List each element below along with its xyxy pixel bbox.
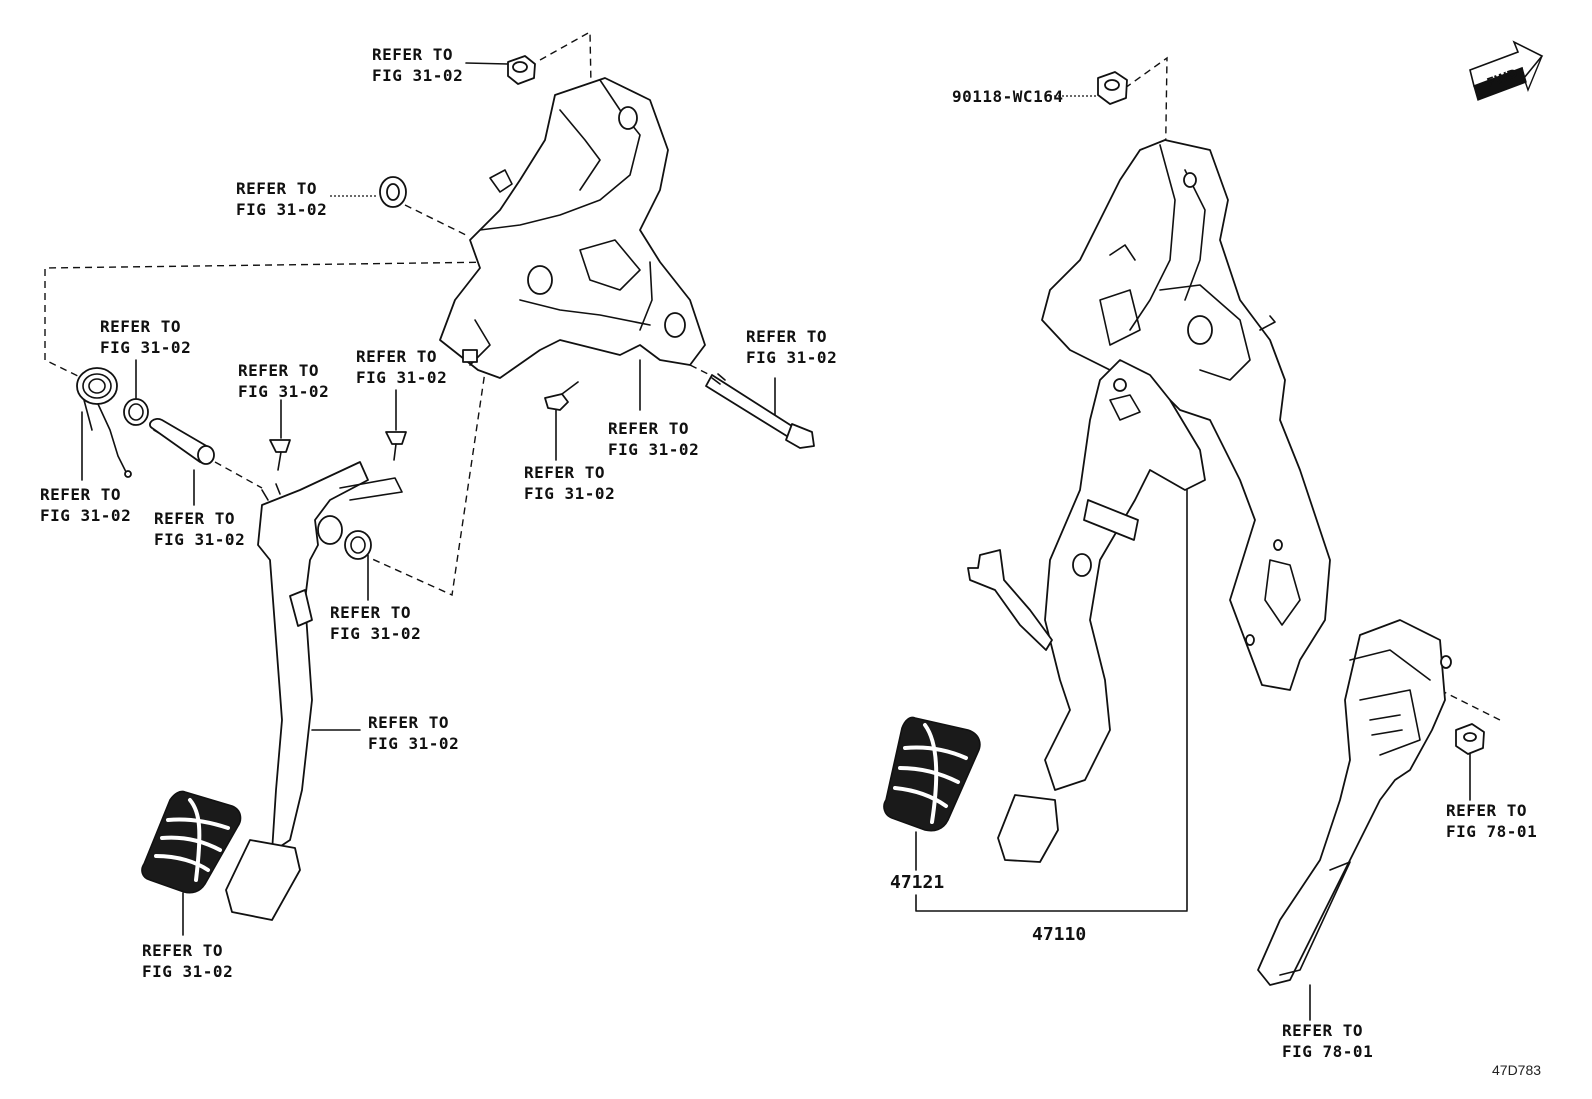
clutch-pedal-pad xyxy=(997,794,1059,863)
label-refer-bracket-lower: REFER TO FIG 31-02 xyxy=(608,419,700,459)
label-refer-pedal-arm: REFER TO FIG 31-02 xyxy=(368,713,460,753)
accelerator-pedal xyxy=(1257,619,1452,1021)
bracket-clip xyxy=(544,381,579,461)
label-refer-bushing-top: REFER TO FIG 31-02 xyxy=(236,179,328,219)
label-refer-bushing-arm: REFER TO FIG 31-02 xyxy=(330,603,422,643)
stopper-clip-left xyxy=(269,399,291,471)
label-part-nut: 90118-WC164 xyxy=(952,87,1064,106)
label-refer-pipe: REFER TO FIG 31-02 xyxy=(154,509,246,549)
label-refer-stop-clip-left: REFER TO FIG 31-02 xyxy=(238,361,330,401)
pedal-pad-47121 xyxy=(883,716,981,871)
accel-flange-nut xyxy=(1455,723,1485,801)
brake-pedal-arm xyxy=(257,461,403,853)
pedal-bracket-assembly xyxy=(1041,139,1331,691)
stopper-clip-right xyxy=(385,389,407,461)
illustration-code: 47D783 xyxy=(1492,1062,1542,1078)
right-alignment-lines xyxy=(1124,56,1501,721)
label-refer-spring: REFER TO FIG 31-02 xyxy=(40,485,132,525)
return-spring xyxy=(76,367,132,481)
label-refer-top-nut: REFER TO FIG 31-02 xyxy=(372,45,464,85)
bushing-top xyxy=(330,176,407,208)
pivot-bolt xyxy=(705,373,815,449)
clutch-pedal-arm xyxy=(967,359,1206,911)
label-refer-accel-nut: REFER TO FIG 78-01 xyxy=(1446,801,1538,841)
pedal-support-bracket xyxy=(439,77,706,379)
pedal-pad-rubber xyxy=(141,790,242,936)
flange-nut-top xyxy=(465,55,536,85)
label-refer-bolt: REFER TO FIG 31-02 xyxy=(746,327,838,367)
collar-ring xyxy=(123,359,149,426)
label-part-pad: 47121 xyxy=(890,872,945,893)
assembly-bracket-line xyxy=(915,894,1188,912)
label-refer-pedal-pad: REFER TO FIG 31-02 xyxy=(142,941,234,981)
label-part-assembly: 47110 xyxy=(1032,924,1087,945)
fwd-arrow-icon: FWD xyxy=(1469,40,1544,101)
label-refer-accel-pedal: REFER TO FIG 78-01 xyxy=(1282,1021,1374,1061)
label-refer-stop-clip-right: REFER TO FIG 31-02 xyxy=(356,347,448,387)
pedal-collar-pipe xyxy=(149,418,215,506)
brake-pedal-pad xyxy=(225,839,301,921)
label-refer-collar: REFER TO FIG 31-02 xyxy=(100,317,192,357)
label-refer-clip-bracket: REFER TO FIG 31-02 xyxy=(524,463,616,503)
bushing-arm xyxy=(344,530,372,601)
flange-nut-right xyxy=(1050,71,1128,105)
